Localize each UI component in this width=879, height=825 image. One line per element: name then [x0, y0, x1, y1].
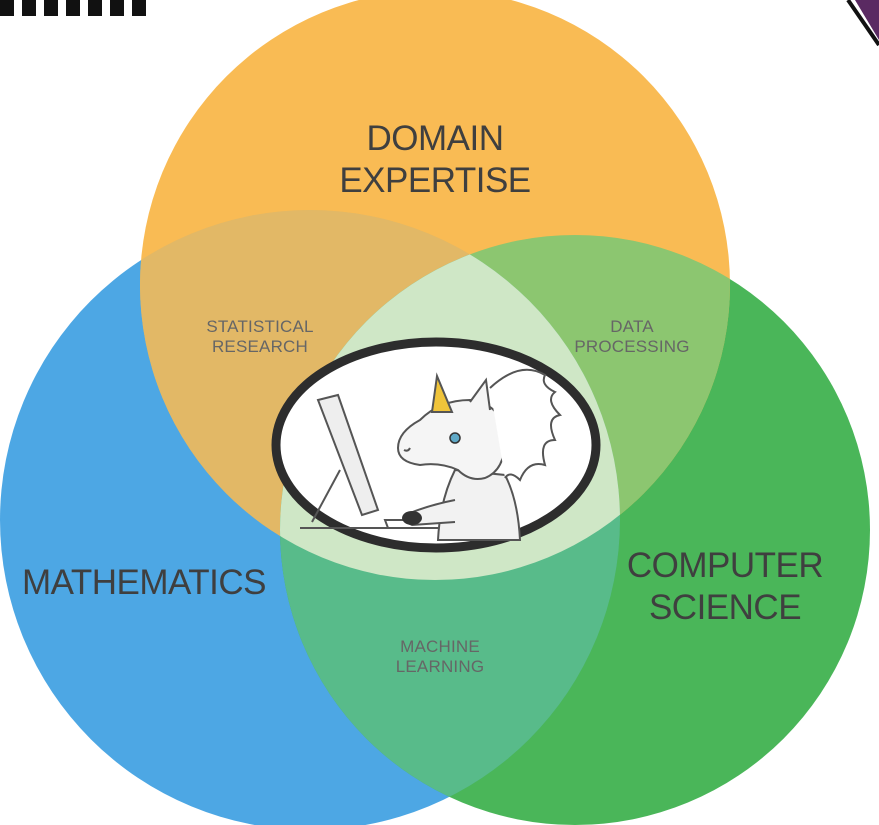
center-badge: [271, 337, 601, 553]
mathematics-label: MATHEMATICS: [22, 562, 322, 604]
computer-science-line1: COMPUTER: [626, 546, 824, 585]
machine-learning-line1: MACHINE: [400, 637, 480, 656]
machine-learning-label: MACHINE LEARNING: [365, 637, 515, 678]
domain-expertise-label: DOMAIN EXPERTISE: [330, 118, 540, 202]
machine-learning-line2: LEARNING: [395, 657, 485, 677]
mathematics-line1: MATHEMATICS: [22, 563, 267, 602]
data-processing-label: DATA PROCESSING: [552, 317, 712, 358]
unicorn-icon: [396, 368, 563, 541]
data-processing-line2: PROCESSING: [574, 337, 690, 357]
computer-science-label: COMPUTER SCIENCE: [600, 545, 850, 629]
statistical-research-label: STATISTICAL RESEARCH: [180, 317, 340, 358]
data-processing-line1: DATA: [610, 317, 654, 336]
domain-expertise-line1: DOMAIN: [366, 119, 505, 158]
statistical-research-line2: RESEARCH: [211, 337, 309, 357]
computer-science-line2: SCIENCE: [648, 588, 802, 627]
corner-fragment-icon: [0, 0, 146, 16]
statistical-research-line1: STATISTICAL: [206, 317, 314, 336]
domain-expertise-line2: EXPERTISE: [339, 161, 531, 200]
corner-badge-fragment-icon: [846, 0, 879, 47]
